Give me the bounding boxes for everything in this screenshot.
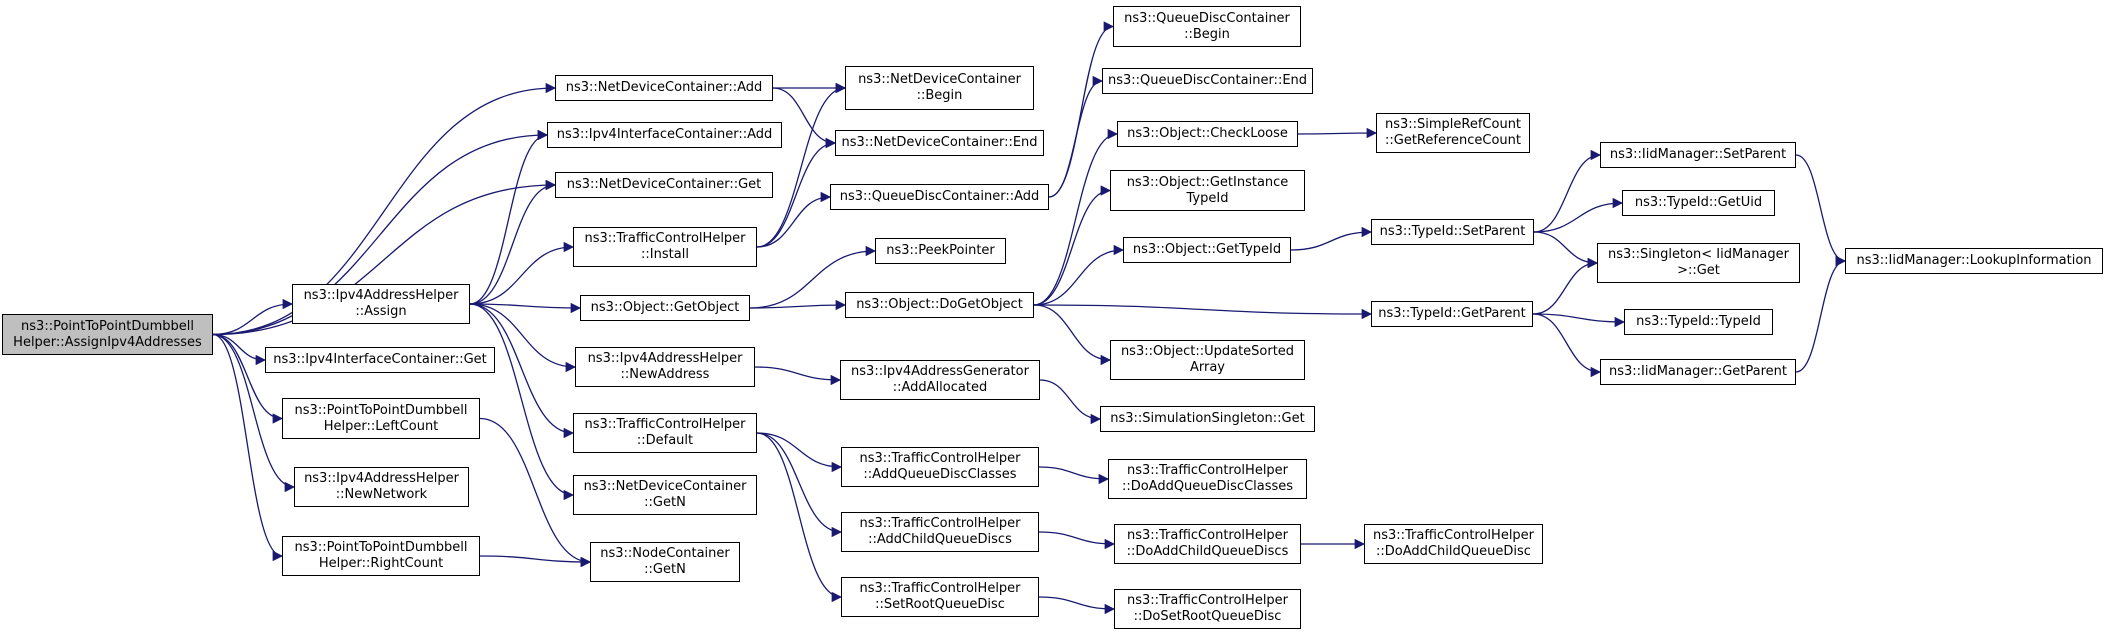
edge-iidm-setparent-to-iidm-lookupinfo — [1795, 154, 1847, 267]
edge-iah-newaddress-to-iag-addallocated — [754, 366, 842, 386]
edge-obj-checkloose-to-src-getrefcount — [1297, 127, 1378, 139]
edge-iidm-getparent-to-iidm-lookupinfo — [1795, 255, 1847, 373]
edge-obj-dogetobject-to-obj-checkloose — [1033, 128, 1119, 306]
edge-qdc-add-to-qdc-begin — [1048, 21, 1115, 198]
edge-obj-getobject-to-obj-dogetobject — [749, 299, 847, 311]
node-obj-updatesortedarray[interactable]: ns3::Object::UpdateSorted Array — [1110, 340, 1305, 380]
edge-tch-default-to-tch-addqdclasses — [756, 432, 843, 473]
node-qdc-begin[interactable]: ns3::QueueDiscContainer ::Begin — [1113, 6, 1301, 47]
edge-iah-assign-to-tch-install — [469, 241, 575, 305]
node-ndc-add[interactable]: ns3::NetDeviceContainer::Add — [555, 75, 773, 101]
node-typeid-typeid[interactable]: ns3::TypeId::TypeId — [1624, 309, 1773, 335]
edge-obj-dogetobject-to-obj-updatesortedarray — [1033, 304, 1112, 366]
node-typeid-getuid[interactable]: ns3::TypeId::GetUid — [1622, 190, 1775, 216]
node-rightcount[interactable]: ns3::PointToPointDumbbell Helper::RightC… — [282, 536, 480, 576]
edge-tch-default-to-tch-setrootqd — [756, 432, 843, 603]
edge-tch-addchildqds-to-tch-doaddchildqds — [1038, 531, 1116, 550]
node-tch-setrootqd[interactable]: ns3::TrafficControlHelper ::SetRootQueue… — [841, 577, 1039, 617]
edge-tch-install-to-ndc-begin — [756, 82, 847, 248]
node-newnetwork[interactable]: ns3::Ipv4AddressHelper ::NewNetwork — [294, 467, 469, 507]
edge-root-to-iic-add — [212, 129, 549, 336]
node-tch-dosetrootqd[interactable]: ns3::TrafficControlHelper ::DoSetRootQue… — [1114, 589, 1301, 629]
node-ndc-getn[interactable]: ns3::NetDeviceContainer ::GetN — [573, 475, 757, 515]
edge-ndc-add-to-ndc-end — [772, 87, 837, 149]
node-obj-gettypeid[interactable]: ns3::Object::GetTypeId — [1123, 237, 1291, 263]
node-src-getrefcount[interactable]: ns3::SimpleRefCount ::GetReferenceCount — [1376, 113, 1530, 153]
node-iidm-getparent[interactable]: ns3::IidManager::GetParent — [1600, 359, 1796, 385]
edge-qdc-add-to-qdc-end — [1048, 75, 1104, 198]
node-iah-assign[interactable]: ns3::Ipv4AddressHelper ::Assign — [292, 284, 470, 324]
edge-leftcount-to-nc-getn — [479, 417, 592, 568]
node-ndc-begin[interactable]: ns3::NetDeviceContainer ::Begin — [845, 66, 1034, 110]
edge-tch-install-to-qdc-add — [756, 191, 832, 248]
node-iah-newaddress[interactable]: ns3::Ipv4AddressHelper ::NewAddress — [575, 347, 755, 387]
node-tch-doaddchildqds[interactable]: ns3::TrafficControlHelper ::DoAddChildQu… — [1114, 524, 1301, 564]
edge-root-to-iah-assign — [212, 298, 294, 336]
node-ndc-get[interactable]: ns3::NetDeviceContainer::Get — [555, 172, 773, 198]
edge-tch-install-to-ndc-end — [756, 137, 837, 248]
node-singleton-get[interactable]: ns3::Singleton< IidManager >::Get — [1597, 243, 1800, 283]
edge-typeid-setparent-to-iidm-setparent — [1533, 149, 1602, 233]
edge-typeid-setparent-to-singleton-get — [1533, 231, 1599, 269]
edge-iag-addallocated-to-simsingleton-get — [1039, 379, 1102, 425]
edge-root-to-ndc-add — [212, 82, 557, 336]
edge-tch-addqdclasses-to-tch-doaddqdclasses — [1038, 466, 1110, 485]
node-iidm-setparent[interactable]: ns3::IidManager::SetParent — [1600, 142, 1796, 168]
node-leftcount[interactable]: ns3::PointToPointDumbbell Helper::LeftCo… — [282, 398, 480, 439]
edge-root-to-rightcount — [212, 333, 284, 562]
node-iic-get[interactable]: ns3::Ipv4InterfaceContainer::Get — [265, 347, 495, 373]
node-obj-getinstancetypeid[interactable]: ns3::Object::GetInstance TypeId — [1110, 170, 1305, 211]
edge-iah-assign-to-ndc-getn — [469, 303, 575, 501]
edge-tch-setrootqd-to-tch-dosetrootqd — [1038, 596, 1116, 615]
node-tch-install[interactable]: ns3::TrafficControlHelper ::Install — [573, 227, 757, 267]
node-tch-default[interactable]: ns3::TrafficControlHelper ::Default — [573, 413, 757, 453]
node-typeid-getparent[interactable]: ns3::TypeId::GetParent — [1371, 301, 1533, 327]
edge-root-to-ndc-get — [212, 179, 557, 336]
edge-obj-gettypeid-to-typeid-setparent — [1290, 226, 1373, 251]
node-tch-addchildqds[interactable]: ns3::TrafficControlHelper ::AddChildQueu… — [841, 512, 1039, 552]
node-iic-add[interactable]: ns3::Ipv4InterfaceContainer::Add — [547, 122, 782, 148]
edge-obj-getobject-to-peekpointer — [749, 245, 877, 309]
node-tch-addqdclasses[interactable]: ns3::TrafficControlHelper ::AddQueueDisc… — [841, 447, 1039, 487]
edge-typeid-getparent-to-typeid-typeid — [1532, 313, 1626, 328]
edge-root-to-newnetwork — [212, 333, 296, 493]
edge-iah-assign-to-ndc-get — [469, 179, 557, 305]
node-typeid-setparent[interactable]: ns3::TypeId::SetParent — [1371, 219, 1534, 245]
node-obj-checkloose[interactable]: ns3::Object::CheckLoose — [1117, 121, 1298, 147]
node-qdc-end[interactable]: ns3::QueueDiscContainer::End — [1102, 68, 1313, 94]
edge-obj-dogetobject-to-typeid-getparent — [1033, 304, 1373, 320]
edge-obj-dogetobject-to-obj-gettypeid — [1033, 244, 1125, 306]
node-obj-getobject[interactable]: ns3::Object::GetObject — [580, 295, 750, 321]
node-iag-addallocated[interactable]: ns3::Ipv4AddressGenerator ::AddAllocated — [840, 360, 1040, 400]
edge-rightcount-to-nc-getn — [479, 555, 592, 568]
node-tch-doaddchildqd[interactable]: ns3::TrafficControlHelper ::DoAddChildQu… — [1364, 524, 1543, 564]
edge-iah-assign-to-tch-default — [469, 303, 575, 439]
node-peekpointer[interactable]: ns3::PeekPointer — [875, 238, 1006, 264]
node-iidm-lookupinfo[interactable]: ns3::IidManager::LookupInformation — [1845, 248, 2103, 274]
node-obj-dogetobject[interactable]: ns3::Object::DoGetObject — [845, 292, 1034, 318]
edge-iah-assign-to-iah-newaddress — [469, 303, 577, 373]
node-qdc-add[interactable]: ns3::QueueDiscContainer::Add — [830, 184, 1049, 210]
edge-obj-dogetobject-to-obj-getinstancetypeid — [1033, 185, 1112, 306]
edge-iah-assign-to-obj-getobject — [469, 302, 582, 314]
node-root[interactable]: ns3::PointToPointDumbbell Helper::Assign… — [2, 314, 213, 355]
edge-typeid-setparent-to-typeid-getuid — [1533, 197, 1624, 233]
node-ndc-end[interactable]: ns3::NetDeviceContainer::End — [835, 130, 1044, 156]
node-tch-doaddqdclasses[interactable]: ns3::TrafficControlHelper ::DoAddQueueDi… — [1108, 459, 1307, 499]
edge-iah-assign-to-iic-add — [469, 129, 549, 305]
node-nc-getn[interactable]: ns3::NodeContainer ::GetN — [590, 542, 740, 582]
edge-typeid-getparent-to-iidm-getparent — [1532, 313, 1602, 378]
edge-typeid-getparent-to-singleton-get — [1532, 257, 1599, 315]
edge-tch-default-to-tch-addchildqds — [756, 432, 843, 538]
node-simsingleton-get[interactable]: ns3::SimulationSingleton::Get — [1100, 406, 1315, 432]
